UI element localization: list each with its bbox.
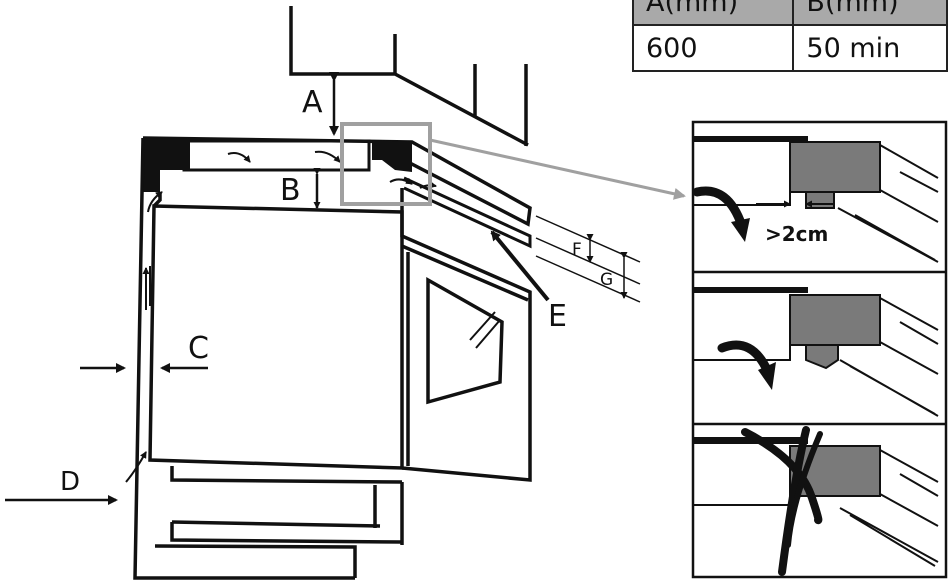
label-f: F [572, 240, 582, 260]
cell-a-value: 600 [631, 24, 795, 72]
dimension-f-g [535, 215, 641, 303]
header-b: B(mm) [792, 0, 948, 26]
pointer-e [490, 230, 550, 302]
upper-cabinet [289, 6, 529, 147]
label-a: A [302, 85, 323, 120]
label-g: G [600, 270, 613, 290]
callout-box [340, 122, 432, 206]
gap-label: >2cm [765, 222, 828, 246]
oven-drawer [154, 466, 404, 578]
detail-correct: >2cm [692, 136, 939, 263]
label-d: D [60, 467, 80, 497]
clearance-table-wrapper: A(mm) B(mm) 600 50 min [0, 0, 948, 90]
oven-body [133, 137, 532, 580]
label-c: C [188, 331, 209, 366]
detail-insufficient [693, 287, 939, 417]
detail-incorrect [693, 426, 939, 576]
header-a: A(mm) [631, 0, 795, 26]
airflow-arrows [125, 150, 437, 483]
clearance-table: A(mm) B(mm) 600 50 min [631, 0, 948, 72]
table-row: 600 50 min [631, 24, 948, 72]
detail-panel: >2cm [691, 120, 948, 579]
label-b: B [280, 173, 301, 208]
callout-arrow [429, 138, 686, 200]
worktop [142, 136, 532, 249]
cell-b-value: 50 min [792, 24, 948, 72]
table-header-row: A(mm) B(mm) [631, 0, 948, 26]
label-e: E [548, 299, 567, 334]
